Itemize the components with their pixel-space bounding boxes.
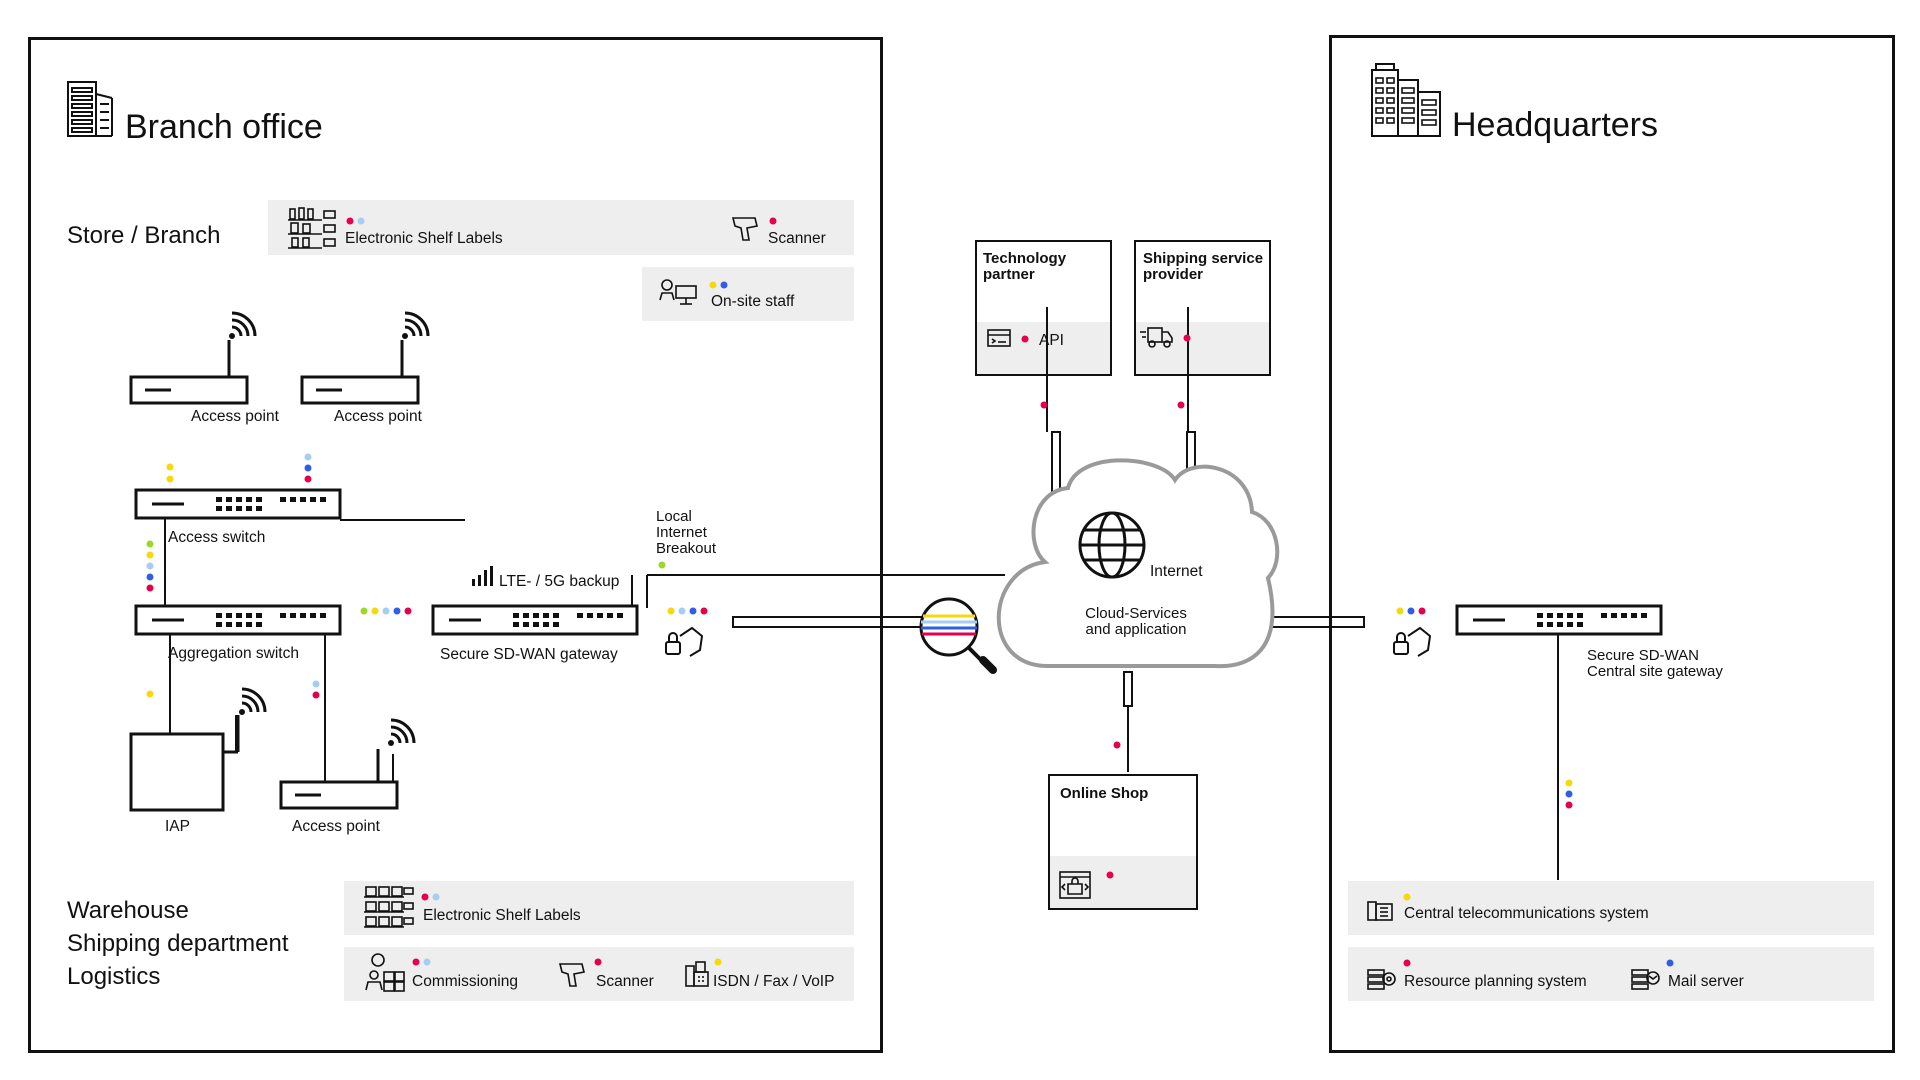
delivery-truck-icon (1140, 327, 1173, 348)
hq-gateway-label: Secure SD-WAN Central site gateway (1587, 648, 1723, 680)
headquarters-title: Headquarters (1452, 106, 1659, 144)
isdn-fax-voip-label: ISDN / Fax / VoIP (713, 973, 835, 990)
online-shop-icon (1059, 871, 1091, 899)
headquarters-frame (1329, 35, 1895, 1053)
branch-office-frame (28, 37, 883, 1053)
mail-server-label: Mail server (1668, 973, 1744, 990)
aggregation-switch-label: Aggregation switch (168, 645, 299, 662)
warehouse-heading-line3: Logistics (67, 963, 161, 990)
local-breakout-line1: Local (656, 508, 692, 525)
shipping-provider-line1: Shipping service (1143, 250, 1264, 267)
ap2-device (300, 311, 430, 405)
hq-gateway-line2: Central site gateway (1587, 663, 1723, 680)
ap2-label: Access point (334, 408, 422, 425)
technology-partner-line1: Technology (983, 250, 1067, 267)
store-branch-heading: Store / Branch (67, 222, 221, 249)
online-shop-title: Online Shop (1060, 785, 1149, 802)
globe-icon (1078, 511, 1146, 579)
warehouse-heading-line1: Warehouse (67, 897, 189, 924)
access-switch-label: Access switch (168, 529, 266, 546)
telecom-label: Central telecommunications system (1404, 905, 1649, 922)
ap1-label: Access point (191, 408, 279, 425)
shipping-provider-line2: provider (1143, 266, 1204, 283)
hq-gateway-line1: Secure SD-WAN (1587, 647, 1699, 664)
scanner-icon (731, 217, 758, 241)
connection-dots (146, 217, 1674, 967)
commissioning-icon (365, 953, 405, 992)
iap-label: IAP (165, 818, 190, 835)
cloud-services-line2: and application (1085, 621, 1187, 638)
resource-planning-icon (1367, 969, 1396, 990)
warehouse-shelf-labels-icon (364, 886, 414, 928)
warehouse-scanner-icon (558, 963, 585, 987)
headquarters-building-icon (1371, 63, 1441, 137)
mail-server-icon (1631, 969, 1660, 990)
sdwan-gateway-label: Secure SD-WAN gateway (440, 646, 618, 663)
fax-voip-icon (685, 961, 709, 987)
technology-partner-line2: partner (983, 266, 1035, 283)
onsite-staff-icon (659, 279, 697, 305)
local-breakout-line3: Breakout (656, 540, 717, 557)
shipping-provider-title: Shipping service provider (1143, 251, 1263, 283)
ap1-device (129, 311, 257, 405)
commissioning-label: Commissioning (412, 973, 518, 990)
office-building-icon (67, 81, 113, 137)
telecom-system-icon (1367, 901, 1393, 921)
internet-label: Internet (1150, 563, 1203, 580)
local-breakout-line2: Internet (656, 524, 707, 541)
iap-device (129, 687, 267, 812)
ap3-label: Access point (292, 818, 380, 835)
warehouse-heading: Warehouse Shipping department Logistics (67, 894, 288, 993)
technology-partner-title: Technology partner (983, 251, 1066, 283)
warehouse-shelf-labels-label: Electronic Shelf Labels (423, 907, 581, 924)
inspection-magnifier-icon (919, 597, 997, 674)
shelf-labels-icon (288, 207, 336, 249)
store-scanner-label: Scanner (768, 230, 826, 247)
store-shelf-labels-label: Electronic Shelf Labels (345, 230, 503, 247)
onsite-staff-label: On-site staff (711, 293, 795, 310)
branch-wires (164, 307, 1189, 782)
api-label: API (1039, 332, 1064, 349)
warehouse-scanner-label: Scanner (596, 973, 654, 990)
erp-label: Resource planning system (1404, 973, 1587, 990)
cloud-services-line1: Cloud-Services (1085, 605, 1187, 622)
api-icon (987, 329, 1011, 347)
lte-backup-label: LTE- / 5G backup (499, 573, 620, 590)
ap3-device (279, 718, 416, 810)
local-breakout-label: Local Internet Breakout (656, 509, 716, 557)
warehouse-heading-line2: Shipping department (67, 930, 289, 957)
cloud-services-label: Cloud-Services and application (1072, 606, 1200, 638)
branch-office-title: Branch office (125, 108, 323, 146)
signal-bars-icon (472, 566, 493, 586)
